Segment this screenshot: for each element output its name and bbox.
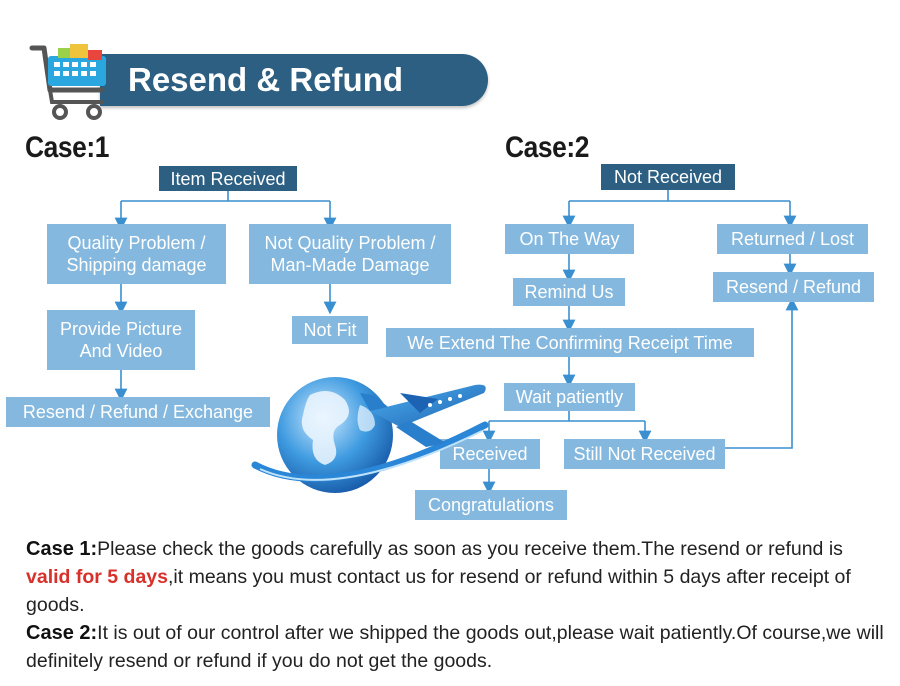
globe-airplane-illustration xyxy=(251,377,489,493)
node-wait-patiently: Wait patiently xyxy=(504,383,635,411)
case1-note-text-a: Please check the goods carefully as soon… xyxy=(97,538,843,560)
notes-section: Case 1:Please check the goods carefully … xyxy=(26,535,886,675)
node-item-received: Item Received xyxy=(159,166,297,191)
node-resend-refund: Resend / Refund xyxy=(713,272,874,302)
case1-note: Case 1:Please check the goods carefully … xyxy=(26,535,886,619)
case1-note-highlight: valid for 5 days xyxy=(26,566,168,588)
case1-note-text-b: ,it means you must contact us for resend… xyxy=(26,566,851,616)
globe-icon xyxy=(251,377,489,493)
node-not-quality-problem: Not Quality Problem / Man-Made Damage xyxy=(249,224,451,284)
case1-label: Case:1 xyxy=(25,131,109,164)
node-received: Received xyxy=(440,439,540,469)
node-returned-lost: Returned / Lost xyxy=(717,224,868,254)
node-quality-problem: Quality Problem / Shipping damage xyxy=(47,224,226,284)
node-on-the-way: On The Way xyxy=(505,224,634,254)
node-not-received: Not Received xyxy=(601,164,735,190)
shopping-cart-icon xyxy=(29,44,106,120)
case2-label: Case:2 xyxy=(505,131,589,164)
case2-note-text: It is out of our control after we shippe… xyxy=(26,622,884,672)
airplane-icon xyxy=(360,384,486,447)
case1-note-heading: Case 1: xyxy=(26,538,98,560)
node-provide-picture: Provide Picture And Video xyxy=(47,310,195,370)
node-congratulations: Congratulations xyxy=(415,490,567,520)
case2-note-heading: Case 2: xyxy=(26,622,98,644)
node-not-fit: Not Fit xyxy=(292,316,368,344)
page-title: Resend & Refund xyxy=(128,61,404,98)
header-banner: Resend & Refund xyxy=(100,54,488,106)
node-extend-receipt-time: We Extend The Confirming Receipt Time xyxy=(386,328,754,357)
case2-note: Case 2:It is out of our control after we… xyxy=(26,619,886,675)
node-still-not-received: Still Not Received xyxy=(564,439,725,469)
node-remind-us: Remind Us xyxy=(513,278,625,306)
node-resend-refund-exchange: Resend / Refund / Exchange xyxy=(6,397,270,427)
